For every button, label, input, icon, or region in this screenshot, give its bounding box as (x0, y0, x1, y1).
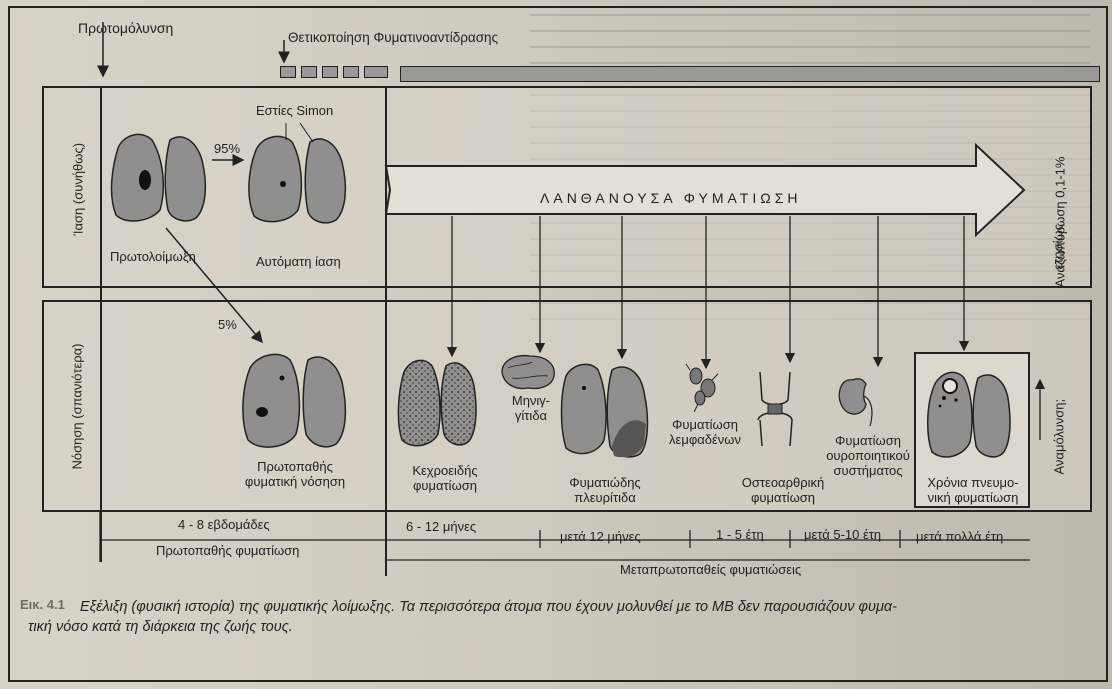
scan-frame (8, 6, 1108, 682)
